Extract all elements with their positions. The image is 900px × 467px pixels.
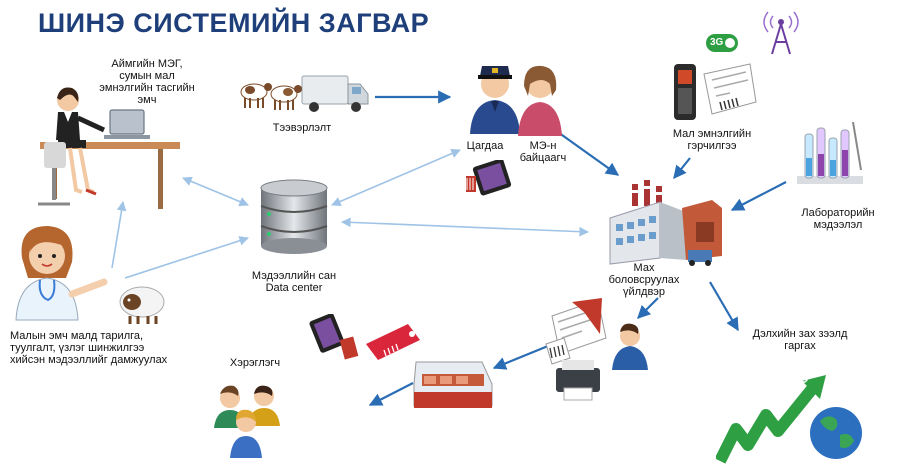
- arrow-inspector-factory: [554, 129, 620, 176]
- transport-illustration: [236, 68, 371, 118]
- shop-illustration: [296, 314, 501, 414]
- export-illustration: [716, 375, 871, 465]
- arrow-printer-store: [492, 344, 549, 370]
- lab-label: Лабораторийн мэдээлэл: [801, 207, 875, 231]
- factory-label: Мах боловсруулах үйлдвэр: [608, 262, 680, 298]
- police-label: Цагдаа: [466, 140, 504, 152]
- arrow-factory-export: [709, 281, 739, 332]
- diagram-title: ШИНЭ СИСТЕМИЙН ЗАГВАР: [38, 8, 430, 38]
- arrow-factory-printer: [637, 297, 659, 319]
- arrow-database-factory: [341, 217, 589, 237]
- vet-field-label: Малын эмч малд тарилга, туулгалт, үзлэг …: [10, 330, 168, 366]
- export-label: Дэлхийн зах зээлд гаргах: [752, 328, 848, 352]
- consumer-label: Хэрэглэгч: [229, 357, 281, 369]
- vet-field-illustration: [8, 222, 120, 322]
- arrow-field-office: [111, 201, 127, 269]
- arrow-field-database: [124, 236, 249, 279]
- sheep-icon: [116, 284, 168, 326]
- arrow-store-consumer: [368, 382, 414, 406]
- factory-illustration: [600, 178, 728, 268]
- tablet-illustration: [462, 160, 518, 196]
- database-label: Мэдээллийн сан Data center: [251, 270, 337, 294]
- transport-label: Тээвэрлэлт: [272, 122, 332, 134]
- scanner-illustration: [670, 58, 760, 124]
- vet-office-label: Аймгийн МЭГ, сумын мал эмнэлгийн тасгийн…: [99, 58, 195, 106]
- 3g-badge: [706, 34, 738, 52]
- arrow-police-database: [331, 149, 461, 206]
- database-icon: [255, 178, 333, 256]
- 3g-badge-label: 3G: [710, 37, 724, 48]
- printer-illustration: [532, 298, 652, 408]
- lab-illustration: [795, 120, 865, 194]
- vet-certificate-label: Мал эмнэлгийн гэрчилгээ: [672, 128, 752, 152]
- arrow-office-database: [182, 176, 249, 207]
- arrow-lab-factory: [730, 181, 787, 211]
- consumer-illustration: [210, 380, 290, 460]
- vet-office-illustration: [30, 80, 185, 212]
- inspector-label: МЭ-н байцаагч: [519, 140, 567, 164]
- arrow-certificate-factory: [673, 157, 691, 180]
- antenna-icon: [760, 10, 802, 56]
- police-inspector-illustration: [462, 56, 572, 136]
